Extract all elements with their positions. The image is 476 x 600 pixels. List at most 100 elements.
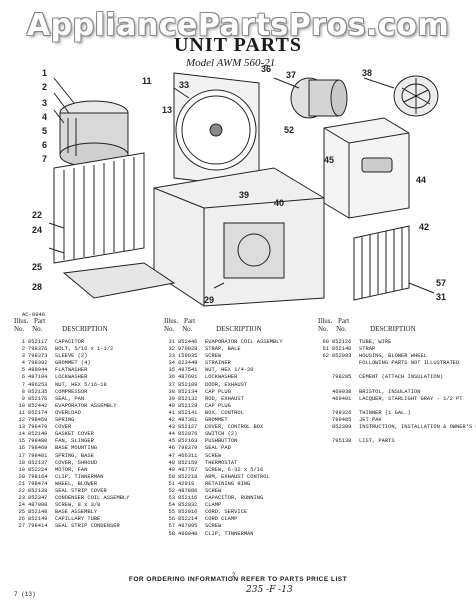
illus-number: 32 xyxy=(168,346,175,353)
column-header: Illus. Part No. No. DESCRIPTION xyxy=(14,317,156,333)
illus-number: 55 xyxy=(168,509,175,516)
callout-11: 11 xyxy=(142,76,152,86)
illus-number: 44 xyxy=(168,431,175,438)
part-number: 795138 xyxy=(332,438,352,445)
illus-number: 61 xyxy=(322,346,329,353)
part-number: 798469 xyxy=(28,445,48,452)
header-no: No. xyxy=(14,325,25,333)
callout-57: 57 xyxy=(436,278,446,288)
part-number: 469938 xyxy=(332,388,352,395)
header-description: DESCRIPTION xyxy=(370,325,416,333)
reference-code: AC-0946 xyxy=(22,311,46,318)
part-description: SEAL PAD xyxy=(205,445,231,452)
part-number: 487886 xyxy=(178,487,198,494)
illus-number: 5 xyxy=(21,367,25,374)
column-header: Illus. Part No. No. DESCRIPTION xyxy=(318,317,466,333)
part-number: 798376 xyxy=(28,346,48,353)
illus-number: 53 xyxy=(168,495,175,502)
part-number: 852093 xyxy=(332,353,352,360)
page-title: UNIT PARTS xyxy=(173,34,303,56)
table-row xyxy=(318,431,476,438)
part-description: CORD CLAMP xyxy=(205,516,238,523)
part-number: 798379 xyxy=(178,445,198,452)
callout-45: 45 xyxy=(324,155,334,165)
header-part: Part xyxy=(183,317,196,325)
part-description: SCREW, 6-32 x 5/16 xyxy=(205,466,264,473)
part-description: WHEEL, BLOWER xyxy=(55,480,98,487)
callout-2: 2 xyxy=(42,82,47,92)
illus-number: 6 xyxy=(21,374,25,381)
part-description: SEAL, PAN xyxy=(55,395,85,402)
part-description: SWITCH (2) xyxy=(205,431,238,438)
callout-4: 4 xyxy=(42,112,47,122)
part-number: 852137 xyxy=(28,459,48,466)
illus-number: 7 xyxy=(21,381,25,388)
illus-number: 16 xyxy=(18,445,25,452)
callout-29: 29 xyxy=(204,295,214,305)
part-number: 486253 xyxy=(28,381,48,388)
illus-number: 40 xyxy=(168,402,175,409)
callout-44: 44 xyxy=(416,175,426,185)
part-number: 970028 xyxy=(178,346,198,353)
part-number: 852148 xyxy=(28,509,48,516)
part-description: SLEEVE (2) xyxy=(55,353,88,360)
part-number: 42919 xyxy=(178,480,195,487)
table-row xyxy=(318,382,476,389)
part-number: 852129 xyxy=(178,402,198,409)
callout-39: 39 xyxy=(239,190,249,200)
part-number: 487381 xyxy=(178,417,198,424)
part-number: 159035 xyxy=(178,353,198,360)
header-part-no: No. xyxy=(336,325,347,333)
part-description: GROMMET (4) xyxy=(55,360,91,367)
part-description: STRAP xyxy=(359,346,376,353)
callout-52: 52 xyxy=(284,125,294,135)
table-row xyxy=(318,403,476,410)
part-number: 852117 xyxy=(28,339,48,345)
callout-22: 22 xyxy=(32,210,42,220)
callout-28: 28 xyxy=(32,282,42,292)
illus-number: 2 xyxy=(21,346,25,353)
blower-wheel-illustration xyxy=(393,75,439,117)
part-description: CAP PLUG xyxy=(205,402,231,409)
illus-number: 31 xyxy=(168,339,175,345)
part-description: BOX, CONTROL xyxy=(205,409,244,416)
part-description: NUT, HEX 5/16-18 xyxy=(55,381,107,388)
part-number: 852134 xyxy=(178,388,198,395)
part-description: CLAMP xyxy=(205,502,222,509)
illus-number: 27 xyxy=(18,523,25,530)
illus-number: 13 xyxy=(18,424,25,431)
fan-shroud-illustration xyxy=(173,72,260,189)
header-illus: Illus. xyxy=(164,317,179,325)
illus-number: 34 xyxy=(168,360,175,367)
illus-number: 46 xyxy=(168,445,175,452)
callout-5: 5 xyxy=(42,126,47,136)
part-number: 487767 xyxy=(178,466,198,473)
header-part: Part xyxy=(337,317,350,325)
illus-number: 62 xyxy=(322,353,329,360)
part-description: GASKET COVER xyxy=(55,431,94,438)
